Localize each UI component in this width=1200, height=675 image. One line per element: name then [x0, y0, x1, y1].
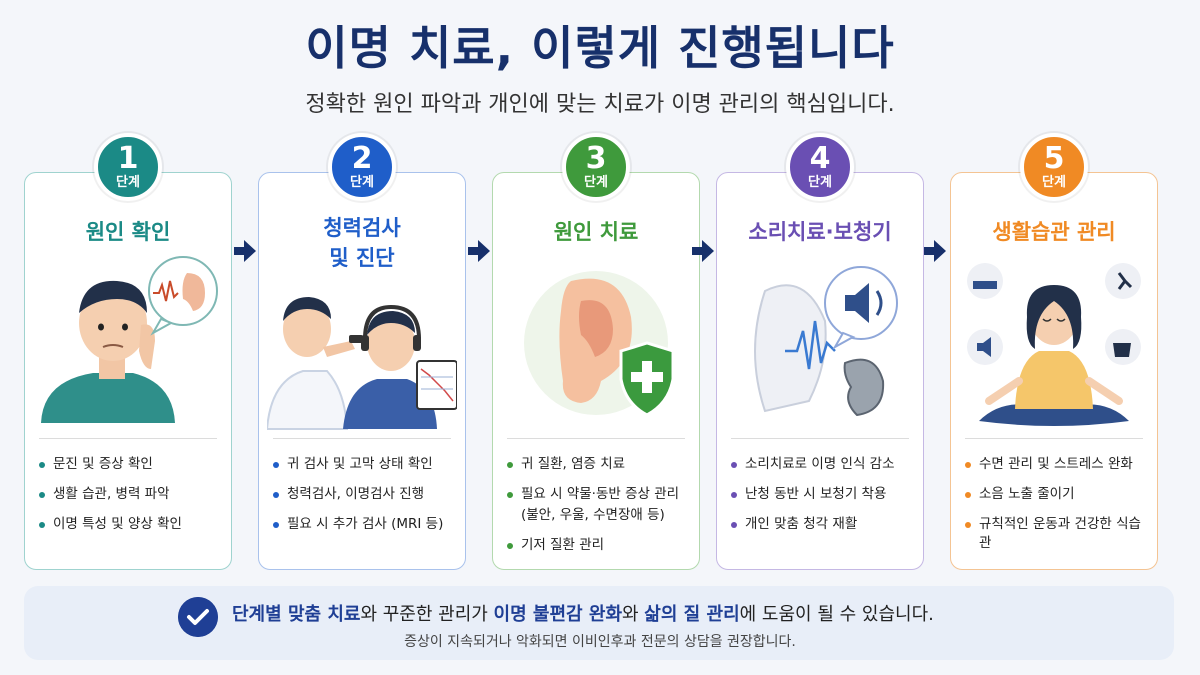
hearing-test-illustration [267, 297, 457, 430]
list-item: 필요 시 추가 검사 (MRI 등) [273, 515, 457, 534]
arrow-right-icon [692, 240, 714, 262]
list-item-continuation: (불안, 우울, 수면장애 등) [521, 507, 665, 523]
summary-note: 증상이 지속되거나 악화되면 이비인후과 전문의 상담을 권장합니다. [404, 634, 796, 650]
list-item: 소음 노출 줄이기 [965, 485, 1149, 504]
step-bullets-2: 귀 검사 및 고막 상태 확인 청력검사, 이명검사 진행 필요 시 추가 검사… [273, 455, 457, 545]
step-divider-3 [507, 438, 685, 439]
list-item: 난청 동반 시 보청기 착용 [731, 485, 915, 504]
step-divider-2 [273, 438, 451, 439]
page-title: 이명 치료, 이렇게 진행됩니다 [305, 21, 895, 75]
sound-therapy-illustration [754, 266, 898, 417]
step-card-3: 원인 치료 귀 질환, 염증 치료 필요 시 약물·동반 증상 관리 (불안, … [492, 172, 700, 570]
step-title-1: 원인 확인 [85, 220, 171, 244]
list-item: 생활 습관, 병력 파악 [39, 485, 223, 504]
list-item: 청력검사, 이명검사 진행 [273, 485, 457, 504]
step-title-4: 소리치료·보청기 [748, 220, 892, 244]
summary-text: 단계별 맞춤 치료와 꾸준한 관리가 이명 불편감 완화와 삶의 질 관리에 도… [232, 604, 934, 625]
step-bullets-5: 수면 관리 및 스트레스 완화 소음 노출 줄이기 규칙적인 운동과 건강한 식… [965, 455, 1149, 564]
list-item: 규칙적인 운동과 건강한 식습관 [965, 515, 1149, 553]
list-item: 문진 및 증상 확인 [39, 455, 223, 474]
list-item: 귀 검사 및 고막 상태 확인 [273, 455, 457, 474]
lifestyle-illustration [967, 263, 1141, 426]
arrow-right-icon [924, 240, 946, 262]
step-bullets-4: 소리치료로 이명 인식 감소 난청 동반 시 보청기 착용 개인 맞춤 청각 재… [731, 455, 915, 545]
step-title-3: 원인 치료 [553, 220, 639, 244]
patient-ear-illustration [41, 256, 218, 423]
list-item: 귀 질환, 염증 치료 [507, 455, 691, 474]
step-divider-1 [39, 438, 217, 439]
step-card-4: 소리치료·보청기 소리치료로 이명 인식 감소 난청 동반 시 보청기 착용 개… [716, 172, 924, 570]
list-item: 소리치료로 이명 인식 감소 [731, 455, 915, 474]
step-card-1: 원인 확인 문진 및 증상 확인 생활 습관, 병력 파악 이명 특성 및 양상… [24, 172, 232, 570]
step-title-5: 생활습관 관리 [992, 220, 1116, 244]
list-item: 이명 특성 및 양상 확인 [39, 515, 223, 534]
list-item: 개인 맞춤 청각 재활 [731, 515, 915, 534]
arrow-right-icon [468, 240, 490, 262]
list-item: 기저 질환 관리 [507, 536, 691, 555]
ear-shield-illustration [524, 271, 675, 417]
check-circle-icon [178, 597, 218, 637]
step-divider-4 [731, 438, 909, 439]
page-subtitle: 정확한 원인 파악과 개인에 맞는 치료가 이명 관리의 핵심입니다. [305, 92, 895, 117]
list-item: 수면 관리 및 스트레스 완화 [965, 455, 1149, 474]
arrow-right-icon [234, 240, 256, 262]
step-bullets-1: 문진 및 증상 확인 생활 습관, 병력 파악 이명 특성 및 양상 확인 [39, 455, 223, 545]
list-item: 필요 시 약물·동반 증상 관리 [507, 485, 691, 504]
step-card-5: 생활습관 관리 수면 관리 및 스트레스 완화 소음 노출 줄이기 규칙적인 운… [950, 172, 1158, 570]
step-divider-5 [965, 438, 1143, 439]
step-bullets-3: 귀 질환, 염증 치료 필요 시 약물·동반 증상 관리 (불안, 우울, 수면… [507, 455, 691, 566]
